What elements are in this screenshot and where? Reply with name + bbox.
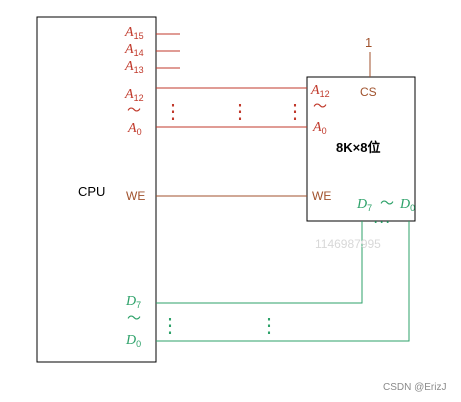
- cpu-data-range-symbol: ～: [127, 310, 141, 326]
- data-line-d7: [156, 221, 363, 304]
- chip-pin-a12: A12: [310, 83, 330, 99]
- chip-pin-we: WE: [312, 189, 331, 203]
- data-bus-ellipsis-2: ⋮: [259, 315, 279, 337]
- cpu-pin-a13: A13: [124, 59, 144, 75]
- address-bus-ellipsis-1: ⋮: [163, 101, 183, 123]
- chip-cs-label: CS: [360, 85, 377, 99]
- cpu-pin-a0: A0: [127, 121, 142, 137]
- chip-address-range-symbol: ～: [313, 98, 327, 114]
- data-line-d0: [156, 221, 410, 342]
- cpu-pin-a14: A14: [124, 42, 144, 58]
- cpu-pin-we: WE: [126, 189, 145, 203]
- cs-input-value: 1: [365, 35, 372, 50]
- cpu-address-range-symbol: ～: [127, 102, 141, 118]
- cpu-box: [36, 16, 157, 363]
- address-bus-ellipsis-2: ⋮: [230, 101, 250, 123]
- cpu-pin-a12: A12: [124, 87, 144, 103]
- chip-capacity-label: 8K×8位: [336, 140, 380, 155]
- cpu-pin-a15: A15: [124, 25, 144, 41]
- chip-data-ellipsis: ···: [374, 215, 392, 229]
- memory-chip-box: [306, 76, 416, 222]
- chip-pin-d0: D0: [399, 197, 415, 213]
- cpu-pin-d0: D0: [125, 333, 141, 349]
- chip-pin-d7: D7: [356, 197, 372, 213]
- cpu-pin-d7: D7: [125, 294, 141, 310]
- data-bus-ellipsis-1: ⋮: [160, 315, 180, 337]
- footer-credit: CSDN @ErizJ: [383, 382, 447, 393]
- watermark-text: 1146987995: [315, 237, 381, 251]
- cpu-label: CPU: [78, 184, 105, 199]
- address-bus-ellipsis-3: ⋮: [285, 101, 305, 123]
- chip-data-range-symbol: ～: [380, 195, 394, 211]
- chip-pin-a0: A0: [312, 120, 327, 136]
